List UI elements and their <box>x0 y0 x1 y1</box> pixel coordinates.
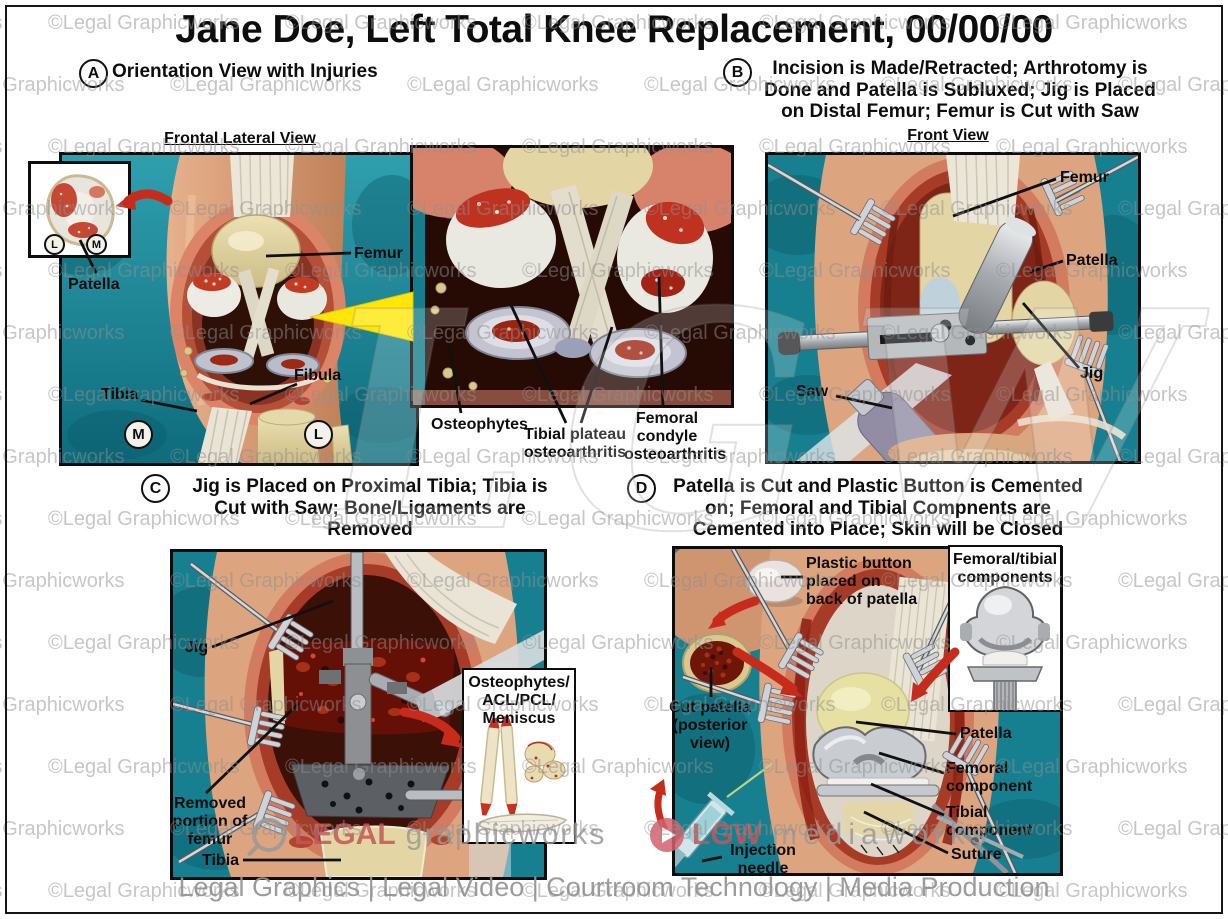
label-tibial-component: Tibial component <box>946 804 1033 839</box>
label-femoral-condyle-oa: Femoral condyle osteoarthritis <box>624 410 727 463</box>
magnifier-icon <box>252 818 286 852</box>
watermark-text: ©Legal Graphicworks <box>0 694 125 716</box>
removed-tissue-inset-title: Osteophytes/ ACL/PCL/ Meniscus <box>468 674 570 727</box>
label-tibial-plateau-oa: Tibial plateau osteoarthritis <box>523 426 627 461</box>
watermark-text: ©Legal Graphicworks <box>1118 570 1228 592</box>
logo-legal-text: LEGAL <box>294 818 396 851</box>
label-patella-d: Patella <box>960 725 1012 742</box>
watermark-text: ©Legal Graphicworks <box>1118 694 1228 716</box>
label-tibia-a: Tibia <box>101 386 139 403</box>
marker-lateral-a: L <box>304 420 333 449</box>
components-inset-title: Femoral/tibial components <box>952 551 1058 586</box>
panel-a-view-label: Frontal Lateral View <box>164 130 316 147</box>
panel-d-heading: Patella is Cut and Plastic Button is Cem… <box>673 476 1083 540</box>
watermark-text: ©Legal Graphicworks <box>0 818 125 840</box>
watermark-text: ©Legal Graphicworks <box>407 74 599 96</box>
femur-cut-art <box>768 155 1138 461</box>
patella-cut-art <box>46 174 115 247</box>
watermark-text: ©Legal Graphicworks <box>0 632 2 655</box>
label-suture: Suture <box>951 846 1002 863</box>
label-tibia-c: Tibia <box>202 852 240 869</box>
panel-b-illustration <box>765 152 1141 464</box>
label-femoral-component: Femoral component <box>946 760 1033 795</box>
panel-b-letter: B <box>723 58 752 87</box>
label-patella-b: Patella <box>1066 252 1118 269</box>
label-osteophytes: Osteophytes <box>431 416 528 433</box>
joint-closeup-art <box>413 148 731 405</box>
watermark-text: ©Legal Graphicworks <box>0 570 125 592</box>
footer-tagline: Legal Graphics | Legal Video | Courtroom… <box>178 872 1050 902</box>
panel-a-letter: A <box>79 59 108 88</box>
label-femur-a: Femur <box>354 245 403 262</box>
removed-tissue-art <box>479 715 568 833</box>
watermark-text: ©Legal Graphicworks <box>0 136 2 159</box>
inset-marker-lateral: L <box>44 234 65 255</box>
label-saw-b: Saw <box>796 383 829 400</box>
page-title: Jane Doe, Left Total Knee Replacement, 0… <box>175 8 1053 51</box>
panel-c-letter: C <box>141 474 170 503</box>
legal-graphicworks-logo: LEGAL graphicworks <box>252 818 606 852</box>
watermark-text: ©Legal Graphicworks <box>0 384 2 407</box>
components-art <box>960 585 1050 710</box>
label-plastic-button: Plastic button placed on back of patella <box>806 555 918 608</box>
watermark-text: ©Legal Graphicworks <box>0 260 2 283</box>
label-removed-femur: Removed portion of femur <box>172 795 248 848</box>
play-icon <box>650 818 684 852</box>
components-inset: Femoral/tibial components <box>948 545 1062 712</box>
panel-b-heading: Incision is Made/Retracted; Arthrotomy i… <box>764 58 1156 122</box>
logo-graphicworks-text: graphicworks <box>405 818 607 851</box>
panel-b-view-label: Front View <box>907 127 989 144</box>
label-jig-c: Jig <box>185 639 209 656</box>
watermark-text: ©Legal Graphicworks <box>0 508 2 531</box>
logo-mediaworks-text: mediaworks <box>771 818 993 851</box>
lgw-mediaworks-logo: LGW mediaworks <box>650 818 992 852</box>
label-injection-needle: Injection needle <box>730 842 796 877</box>
closeup-inset <box>410 145 734 408</box>
label-jig-b: Jig <box>1080 365 1104 382</box>
label-femur-b: Femur <box>1060 169 1109 186</box>
watermark-text: ©Legal Graphicworks <box>0 756 2 779</box>
removed-tissue-inset: Osteophytes/ ACL/PCL/ Meniscus <box>462 668 576 844</box>
panel-c-heading: Jig is Placed on Proximal Tibia; Tibia i… <box>192 476 548 540</box>
label-patella-a: Patella <box>68 276 120 293</box>
watermark-text: ©Legal Graphicworks <box>1118 818 1228 840</box>
label-fibula-a: Fibula <box>294 367 342 384</box>
marker-medial-a: M <box>124 420 153 449</box>
panel-a-heading: Orientation View with Injuries <box>112 61 378 82</box>
inset-marker-medial: M <box>86 234 107 255</box>
label-cut-patella: Cut patella (posterior view) <box>669 699 751 752</box>
panel-d-letter: D <box>627 474 656 503</box>
logo-lgw-text: LGW <box>692 818 762 851</box>
